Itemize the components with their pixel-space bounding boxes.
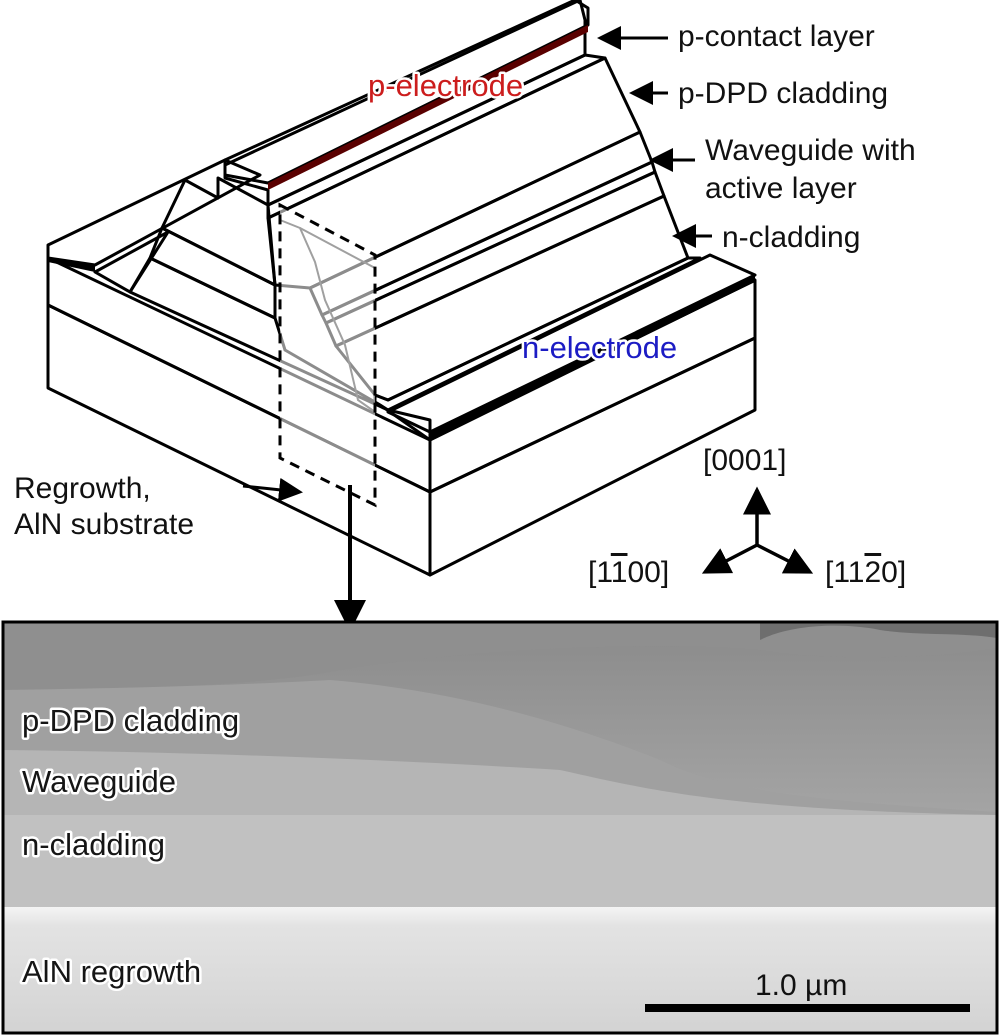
regrowth-label-line2: AlN substrate <box>14 508 194 541</box>
axis-a-arrow <box>756 543 814 574</box>
n-electrode-label: n-electrode <box>522 330 677 365</box>
axis-m-label: [1100] <box>588 556 669 589</box>
sem-particle <box>760 622 997 640</box>
left-n-electrode-edge <box>48 258 95 272</box>
right-n-electrode-edge <box>430 275 755 440</box>
axis-a-bar-digit: 2 <box>864 556 881 589</box>
cross-section-profile-line-2 <box>299 227 376 269</box>
p-electrode-label: p-electrode <box>368 68 523 103</box>
sem-top-dark <box>3 622 997 690</box>
sem-micrograph: p-DPD cladding Waveguide n-cladding AlN … <box>1 620 999 1035</box>
axis-m-suffix: 00] <box>627 556 669 589</box>
waveguide-label-line2: active layer <box>705 172 857 205</box>
crystal-axes: [0001] [1100] [1120] <box>588 444 906 589</box>
axis-m-prefix: [1 <box>588 556 612 589</box>
p-contact-layer-label: p-contact layer <box>678 20 875 53</box>
cross-section-overlay <box>280 205 375 505</box>
p-electrode-side <box>268 25 588 190</box>
sem-n-cladding <box>3 815 997 907</box>
waveguide-label-line1: Waveguide with <box>705 134 916 167</box>
axis-m-arrow <box>701 543 758 574</box>
ridge-left-p-cladding <box>160 176 277 287</box>
scale-bar-label: 1.0 µm <box>755 969 847 1002</box>
cross-section-box <box>278 202 377 508</box>
regrowth-arrow <box>242 477 303 502</box>
sem-aln-regrowth-label: AlN regrowth <box>22 954 201 989</box>
axis-a-prefix: [11 <box>825 556 864 589</box>
axis-a-suffix: 0] <box>881 556 906 589</box>
sem-p-dpd-label: p-DPD cladding <box>22 703 239 738</box>
left-n-electrode <box>46 158 262 267</box>
axis-a-label: [1120] <box>825 556 906 589</box>
scale-bar <box>645 1004 970 1012</box>
sem-n-cladding-label: n-cladding <box>22 827 165 862</box>
regrowth-label-line1: Regrowth, <box>14 472 151 505</box>
ridge-front-waveguide-lower <box>324 170 666 348</box>
device-schematic: p-electrode n-electrode p-contact layer … <box>14 0 916 632</box>
ridge-left-waveguide <box>148 226 277 320</box>
n-cladding-label: n-cladding <box>722 221 860 254</box>
p-dpd-cladding-label: p-DPD cladding <box>678 77 888 110</box>
sem-frame <box>1 620 999 1035</box>
axis-c-label: [0001] <box>703 444 786 477</box>
axis-m-bar-digit: 1 <box>611 556 628 589</box>
sem-waveguide-label: Waveguide <box>22 764 176 799</box>
